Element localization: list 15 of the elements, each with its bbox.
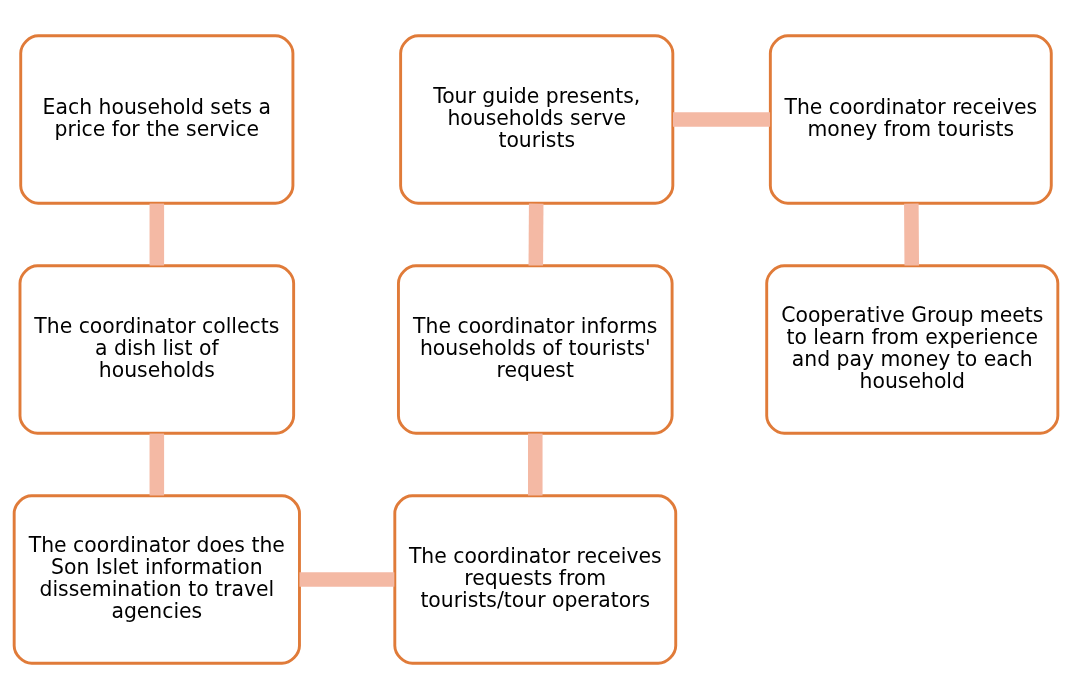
connector [149,203,165,266]
connector [904,203,919,266]
node-box: The coordinator receives requests from tourists/tour operators [393,494,678,665]
connector [528,203,544,266]
node-box: Cooperative Group meets to learn from experience and pay money to each household [765,264,1060,435]
node-box: The coordinator collects a dish list of households [18,264,296,435]
connector [673,112,771,127]
node-box: The coordinator receives money from tourists [768,34,1053,205]
connector [149,433,165,496]
node-box: Each household sets a price for the service [19,34,295,205]
node-box: Tour guide presents, households serve tourists [399,34,675,205]
node-box: The coordinator informs households of tourists' request [397,264,674,435]
node-box: The coordinator does the Son Islet information dissemination to travel agencies [12,494,301,665]
connector [528,433,543,496]
connector [299,572,395,587]
